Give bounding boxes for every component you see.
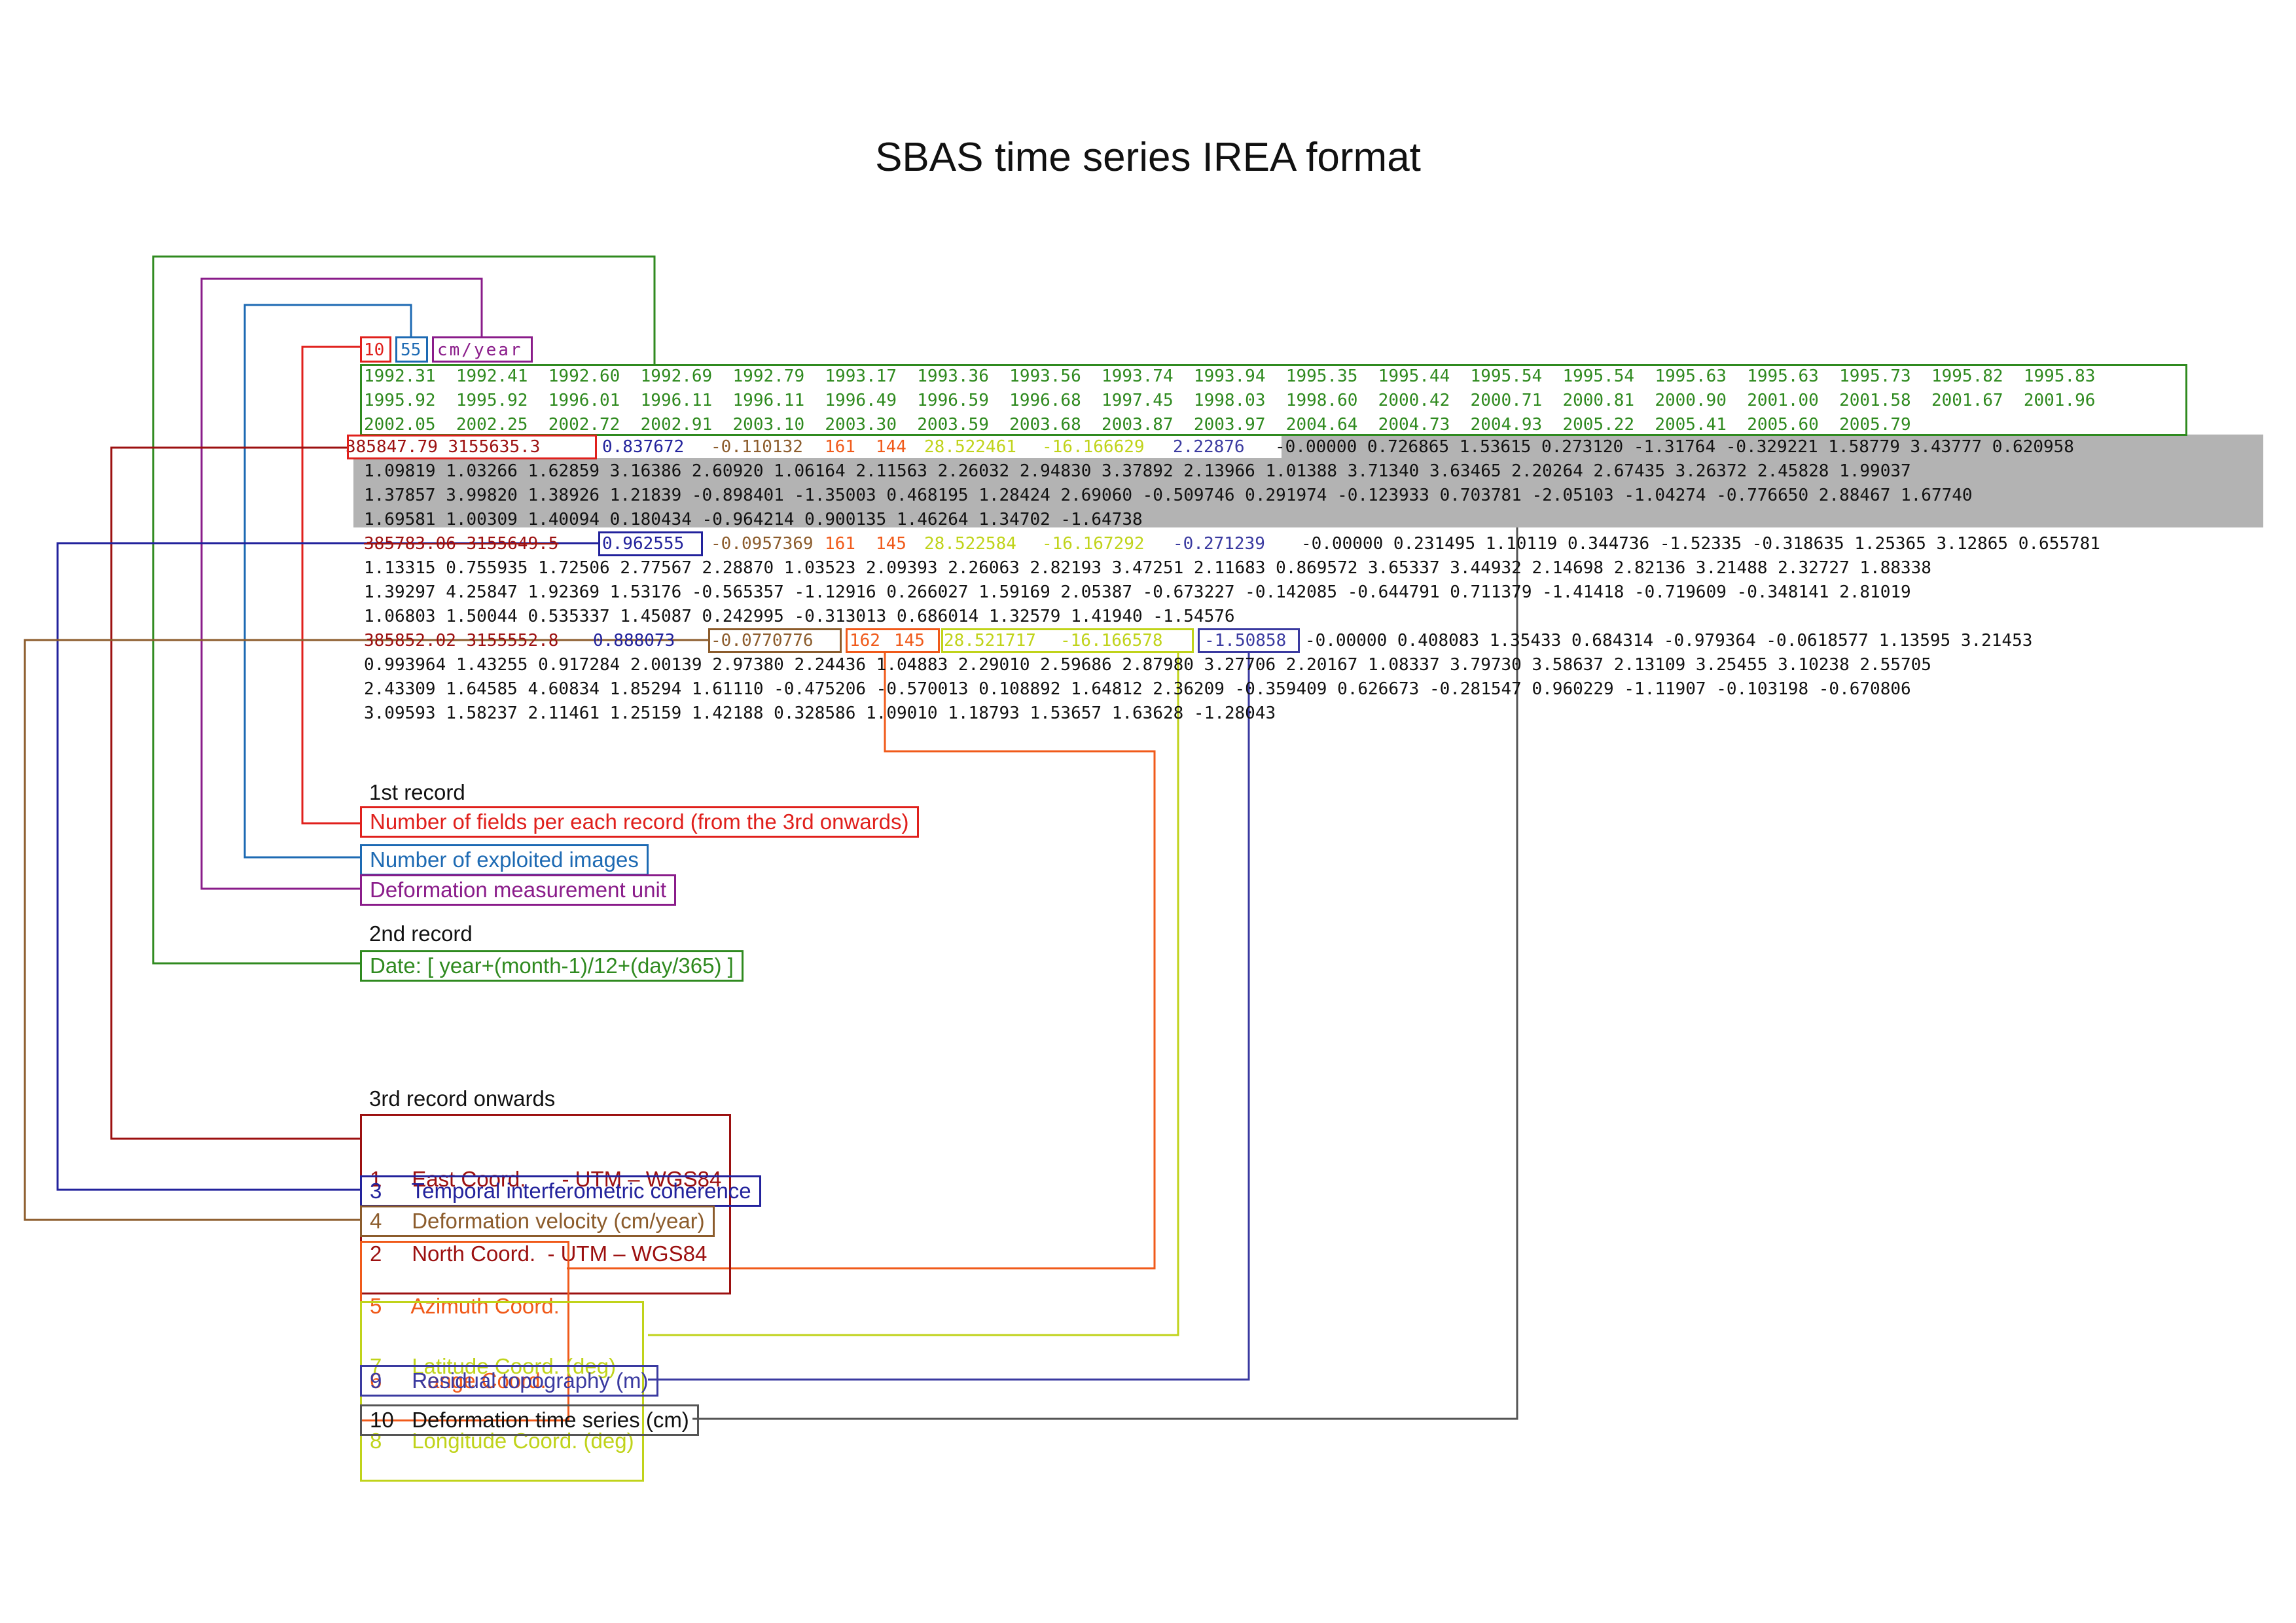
- legend-east-north: 1 East Coord. - UTM – WGS84 2 North Coor…: [360, 1114, 732, 1294]
- row2-series-line-1: 1.13315 0.755935 1.72506 2.77567 2.28870…: [364, 558, 1931, 578]
- images-box: [395, 336, 428, 363]
- second-record-header: 2nd record: [369, 921, 473, 946]
- connector-coherence: [56, 542, 598, 1191]
- connector-images: [243, 304, 412, 859]
- row1-latitude: 28.522461: [924, 437, 1016, 457]
- connector-topography: [648, 653, 1250, 1381]
- velocity-box: [708, 628, 842, 653]
- page-title: SBAS time series IREA format: [875, 135, 1421, 180]
- legend-series: 10 Deformation time series (cm): [360, 1404, 699, 1436]
- legend-velocity: 4 Deformation velocity (cm/year): [360, 1205, 715, 1237]
- azimuth-range-box: [846, 628, 940, 653]
- row2-coherence: 0.962555: [602, 534, 685, 554]
- row3-coords: 385852.02 3155552.8: [364, 631, 559, 651]
- unit-box: [432, 336, 533, 363]
- row1-series-line-2: 1.37857 3.99820 1.38926 1.21839 -0.89840…: [364, 486, 1973, 505]
- first-record-header: 1st record: [369, 780, 465, 804]
- connector-azimuth-range: [567, 653, 1156, 1270]
- row3-coherence: 0.888073: [593, 631, 675, 651]
- legend-azimuth-range: 5 Azimuth Coord. 6 Range Coord.: [360, 1241, 569, 1421]
- row3-azimuth: 162: [850, 631, 880, 651]
- row1-range: 144: [876, 437, 906, 457]
- lat-lon-box: [941, 628, 1194, 653]
- connector-coords: [110, 446, 360, 1140]
- highlight-band-lower: [353, 458, 2263, 527]
- row3-latitude: 28.521717: [944, 631, 1036, 651]
- row2-series-line-3: 1.06803 1.50044 0.535337 1.45087 0.24299…: [364, 607, 1235, 626]
- row2-longitude: -16.167292: [1042, 534, 1145, 554]
- row2-topography: -0.271239: [1173, 534, 1265, 554]
- row1-velocity: -0.110132: [711, 437, 803, 457]
- row1-series-head: -0.00000 0.726865 1.53615 0.273120 -1.31…: [1275, 437, 2074, 457]
- row3-range: 145: [894, 631, 925, 651]
- row2-series-head: -0.00000 0.231495 1.10119 0.344736 -1.52…: [1301, 534, 2100, 554]
- row2-coords: 385783.06 3155649.5: [364, 534, 559, 554]
- row1-azimuth: 161: [825, 437, 855, 457]
- connector-unit: [200, 277, 483, 890]
- dates-box: [360, 364, 2187, 436]
- row2-velocity: -0.0957369: [711, 534, 814, 554]
- row3-velocity: -0.0770776: [711, 631, 814, 651]
- record1-fields-value: 10: [364, 340, 385, 360]
- date-line-2: 1995.92 1995.92 1996.01 1996.11 1996.11 …: [364, 391, 2096, 410]
- row2-azimuth: 161: [825, 534, 855, 554]
- row1-series-line-1: 1.09819 1.03266 1.62859 3.16386 2.60920 …: [364, 461, 1911, 481]
- connector-lat-lon: [648, 653, 1179, 1336]
- legend-range: 6 Range Coord.: [370, 1368, 547, 1393]
- row1-series-line-3: 1.69581 1.00309 1.40094 0.180434 -0.9642…: [364, 510, 1143, 529]
- legend-east: 1 East Coord. - UTM – WGS84: [370, 1167, 722, 1191]
- row1-coords: 385847.79 3155635.3: [346, 437, 541, 457]
- coherence-box: [598, 531, 703, 556]
- connector-fields: [301, 346, 360, 825]
- legend-images: Number of exploited images: [360, 844, 649, 876]
- row2-series-line-2: 1.39297 4.25847 1.92369 1.53176 -0.56535…: [364, 582, 1911, 602]
- topography-box: [1198, 628, 1300, 653]
- coords-box: [347, 435, 597, 459]
- record1-unit-value: cm/year: [437, 340, 523, 360]
- row3-series-line-1: 0.993964 1.43255 0.917284 2.00139 2.9738…: [364, 655, 1931, 675]
- legend-coherence: 3 Temporal interferometric coherence: [360, 1175, 761, 1207]
- third-record-header: 3rd record onwards: [369, 1086, 556, 1111]
- row3-series-line-2: 2.43309 1.64585 4.60834 1.85294 1.61110 …: [364, 679, 1911, 699]
- row3-longitude: -16.166578: [1060, 631, 1163, 651]
- legend-unit: Deformation measurement unit: [360, 874, 677, 906]
- row2-range: 145: [876, 534, 906, 554]
- row1-coherence: 0.837672: [602, 437, 685, 457]
- legend-fields: Number of fields per each record (from t…: [360, 806, 919, 838]
- date-line-1: 1992.31 1992.41 1992.60 1992.69 1992.79 …: [364, 366, 2096, 386]
- connector-dates: [152, 255, 656, 965]
- legend-azimuth: 5 Azimuth Coord.: [370, 1294, 560, 1318]
- row1-topography: 2.22876: [1173, 437, 1245, 457]
- legend-date: Date: [ year+(month-1)/12+(day/365) ]: [360, 950, 744, 982]
- fields-box: [360, 336, 391, 363]
- legend-topography: 9 Residual topography (m): [360, 1365, 658, 1397]
- row3-series-line-3: 3.09593 1.58237 2.11461 1.25159 1.42188 …: [364, 704, 1276, 723]
- row3-topography: -1.50858: [1204, 631, 1287, 651]
- row1-longitude: -16.166629: [1042, 437, 1145, 457]
- record1-images-value: 55: [401, 340, 422, 360]
- connector-series: [692, 517, 1518, 1420]
- row2-latitude: 28.522584: [924, 534, 1016, 554]
- connector-velocity: [24, 639, 708, 1221]
- date-line-3: 2002.05 2002.25 2002.72 2002.91 2003.10 …: [364, 415, 1911, 435]
- row3-series-head: -0.00000 0.408083 1.35433 0.684314 -0.97…: [1305, 631, 2033, 651]
